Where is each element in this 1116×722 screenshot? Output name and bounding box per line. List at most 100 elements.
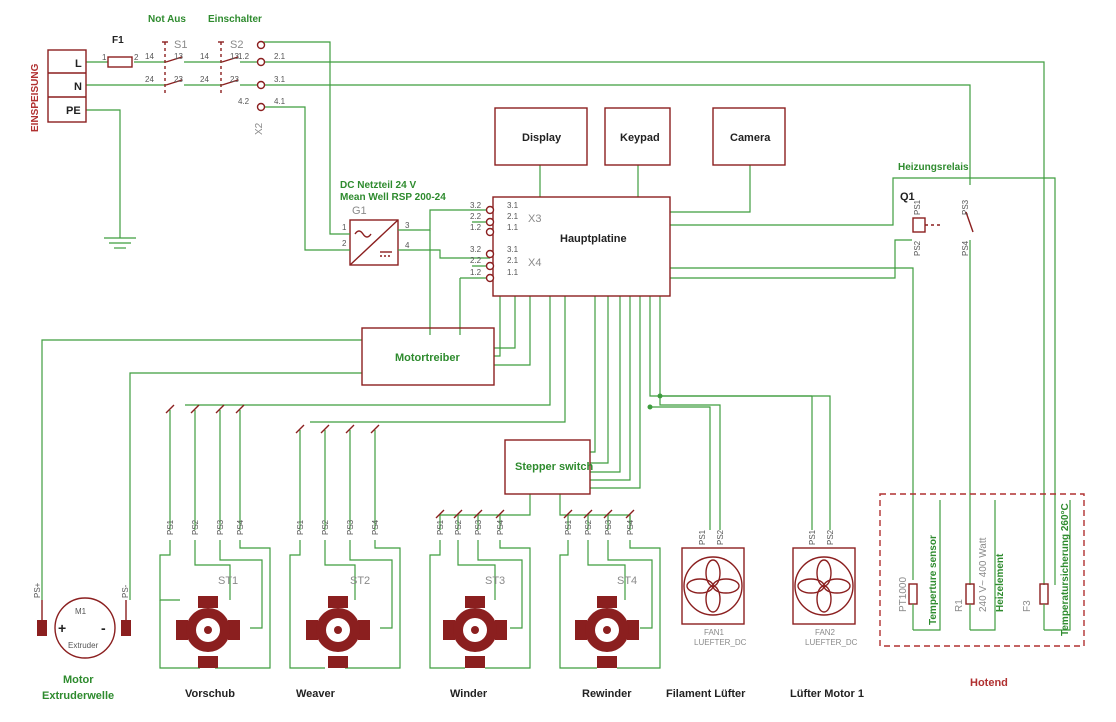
svg-text:1.2: 1.2 [238, 52, 250, 61]
fuse-f1-label: F1 [112, 35, 124, 46]
svg-text:24: 24 [145, 75, 154, 84]
svg-text:PS2: PS2 [454, 519, 463, 535]
extruder-motor-m1: + - M1 Extruder PS+ PS- Motor Extruderwe… [33, 582, 131, 702]
terminal-l-label: L [75, 58, 82, 70]
svg-text:PS1: PS1 [436, 519, 445, 535]
connector-x3-label: X3 [528, 213, 541, 225]
einspeisung-label: EINSPEISUNG [30, 63, 41, 132]
r1-label: R1 [954, 599, 965, 612]
heizungsrelais-q1: Heizungsrelais Q1 PS1 PS2 PS3 PS4 [898, 162, 974, 256]
fan1: PS1 PS2 FAN1 LUEFTER_DC Filament Lüfter [666, 529, 747, 700]
svg-text:1.2: 1.2 [470, 268, 482, 277]
svg-text:PS3: PS3 [216, 519, 225, 535]
stepper-st1: ST1 PS1 PS2 PS3 PS4 Vorschub [166, 519, 245, 700]
terminal-n-label: N [74, 81, 82, 93]
svg-text:PS2: PS2 [913, 240, 922, 256]
svg-text:3.1: 3.1 [274, 75, 286, 84]
connector-x3: X3 3.2 2.2 1.2 3.1 2.1 1.1 [470, 201, 541, 237]
svg-text:23: 23 [174, 75, 183, 84]
svg-text:4.1: 4.1 [274, 97, 286, 106]
relay-q1-label: Q1 [900, 191, 915, 203]
motor-m1-label: M1 [75, 607, 87, 616]
heizungsrelais-label: Heizungsrelais [898, 162, 969, 173]
connector-x4-label: X4 [528, 257, 541, 269]
stepper-st3: ST3 PS1 PS2 PS3 PS4 Winder [436, 519, 507, 700]
switch-s2-label: S2 [230, 39, 243, 51]
svg-text:+: + [58, 620, 66, 636]
terminal-x2: X2 1.2 2.1 3.1 4.2 4.1 [238, 40, 286, 135]
pt1000-label: PT1000 [898, 577, 909, 612]
motortreiber-box: Motortreiber [361, 327, 495, 386]
terminal-pe-label: PE [66, 105, 81, 117]
rewinder-label: Rewinder [582, 688, 632, 700]
switch-s1: Not Aus S1 14 13 24 23 [145, 14, 187, 95]
fan1-caption: Filament Lüfter [666, 688, 746, 700]
svg-text:23: 23 [230, 75, 239, 84]
motor-caption-line1: Motor [63, 674, 94, 686]
motor-caption-line2: Extruderwelle [42, 690, 114, 702]
svg-text:24: 24 [200, 75, 209, 84]
svg-text:1: 1 [102, 53, 107, 62]
hauptplatine-label: Hauptplatine [560, 233, 627, 245]
svg-text:PS3: PS3 [346, 519, 355, 535]
connector-x4: X4 3.2 2.2 1.2 3.1 2.1 1.1 [470, 245, 541, 283]
svg-text:4.2: 4.2 [238, 97, 250, 106]
f3-label: F3 [1022, 600, 1033, 612]
svg-text:2.1: 2.1 [507, 212, 519, 221]
display-box: Display [494, 107, 588, 166]
svg-text:1.2: 1.2 [470, 223, 482, 232]
heizelement-label: Heizelement [995, 553, 1006, 612]
einspeisung-terminal: EINSPEISUNG L N PE [30, 49, 87, 132]
svg-text:PS2: PS2 [826, 529, 835, 545]
terminal-x2-label: X2 [254, 122, 265, 135]
switch-s1-label: S1 [174, 39, 187, 51]
temp-sensor-label: Temperture sensor [928, 535, 939, 625]
svg-text:PS4: PS4 [961, 240, 970, 256]
stepper-st2-label: ST2 [350, 575, 370, 587]
svg-text:1.1: 1.1 [507, 268, 519, 277]
display-label: Display [522, 132, 562, 144]
fan2-type: LUEFTER_DC [805, 638, 858, 647]
wires [41, 41, 1056, 669]
stepper-st4-label: ST4 [617, 575, 637, 587]
svg-text:PS1: PS1 [166, 519, 175, 535]
bus-marks [165, 404, 635, 519]
svg-text:PS2: PS2 [584, 519, 593, 535]
keypad-box: Keypad [604, 107, 671, 166]
svg-text:2.1: 2.1 [274, 52, 286, 61]
r1-value: 240 V~ 400 Watt [978, 537, 989, 612]
svg-text:PS2: PS2 [716, 529, 725, 545]
svg-text:1.1: 1.1 [507, 223, 519, 232]
fan2-caption: Lüfter Motor 1 [790, 688, 864, 700]
motortreiber-label: Motortreiber [395, 352, 461, 364]
psu-label-line2: Mean Well RSP 200-24 [340, 192, 446, 203]
hauptplatine-box: Hauptplatine [492, 196, 671, 297]
svg-text:14: 14 [200, 52, 209, 61]
stepper-switch-label: Stepper switch [515, 461, 594, 473]
stepper-st3-label: ST3 [485, 575, 505, 587]
svg-text:PS1: PS1 [564, 519, 573, 535]
svg-text:2: 2 [134, 53, 139, 62]
winder-label: Winder [450, 688, 488, 700]
ground-symbol [104, 237, 136, 249]
stepper-switch-box: Stepper switch [504, 439, 594, 495]
stepper-st4: ST4 PS1 PS2 PS3 PS4 Rewinder [564, 519, 639, 700]
svg-text:PS-: PS- [121, 584, 130, 598]
camera-box: Camera [712, 107, 786, 166]
fan1-type: LUEFTER_DC [694, 638, 747, 647]
svg-text:13: 13 [174, 52, 183, 61]
hotend-label: Hotend [970, 677, 1008, 689]
stepper-st1-label: ST1 [218, 575, 238, 587]
svg-text:PS3: PS3 [961, 199, 970, 215]
svg-text:2.1: 2.1 [507, 256, 519, 265]
svg-text:2: 2 [342, 239, 347, 248]
svg-text:PS1: PS1 [913, 199, 922, 215]
hotend-group: PT1000 Temperture sensor R1 240 V~ 400 W… [879, 493, 1085, 689]
fan2-ref: FAN2 [815, 628, 836, 637]
svg-text:PS1: PS1 [296, 519, 305, 535]
svg-text:13: 13 [230, 52, 239, 61]
psu-g1: DC Netzteil 24 V Mean Well RSP 200-24 G1… [340, 180, 446, 266]
fan1-ref: FAN1 [704, 628, 725, 637]
svg-text:PS2: PS2 [321, 519, 330, 535]
